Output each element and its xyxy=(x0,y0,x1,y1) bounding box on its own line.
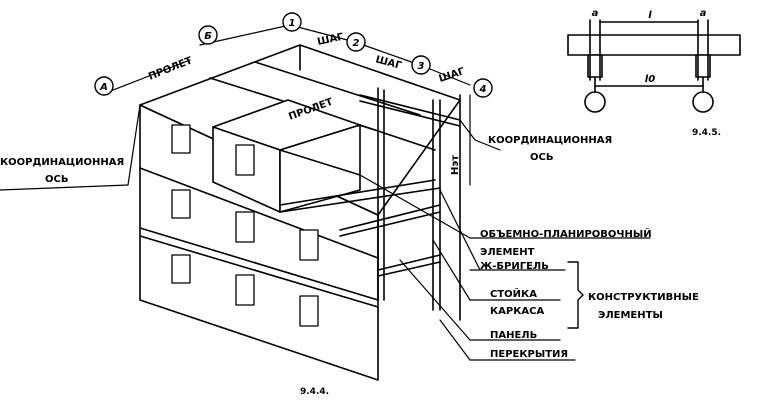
panel-line2: ПЕРЕКРЫТИЯ xyxy=(490,349,568,360)
structural-bracket xyxy=(567,261,584,329)
axis-markers: А Б 1 2 3 4 xyxy=(94,12,493,98)
small-figure-labels: a a l l0 9.4.5. xyxy=(592,8,721,138)
coord-axis-right-line2: ОСЬ xyxy=(530,152,553,163)
small-a-right: a xyxy=(700,8,707,19)
structural-elements-line2: ЭЛЕМЕНТЫ xyxy=(598,310,663,321)
axis-1-marker xyxy=(282,12,302,32)
structural-elements-line1: КОНСТРУКТИВНЫЕ xyxy=(588,292,699,303)
axis-b-label: Б xyxy=(204,31,212,42)
volume-element-line2: ЭЛЕМЕНТ xyxy=(480,247,535,258)
axis-3-marker xyxy=(411,55,431,75)
column-line2: КАРКАСА xyxy=(490,306,544,317)
coord-axis-left-line1: КООРДИНАЦИОННАЯ xyxy=(0,157,124,168)
small-beam-figure xyxy=(567,19,741,113)
axis-a-label: А xyxy=(99,82,108,93)
axis-2-label: 2 xyxy=(353,38,360,49)
height-label: Hэт xyxy=(450,155,461,175)
axis-3-label: 3 xyxy=(418,61,425,72)
coord-axis-right-line1: КООРДИНАЦИОННАЯ xyxy=(488,135,612,146)
axis-4-label: 4 xyxy=(479,84,487,95)
small-l: l xyxy=(648,10,652,21)
small-a-left: a xyxy=(592,8,599,19)
axis-1-label: 1 xyxy=(289,18,296,29)
main-figure-caption: 9.4.4. xyxy=(300,387,329,397)
column-line1: СТОЙКА xyxy=(490,287,537,300)
panel-line1: ПАНЕЛЬ xyxy=(490,330,537,341)
axis-b-marker xyxy=(198,25,218,45)
axis-a-marker xyxy=(94,76,114,96)
step-label-1: ШАГ xyxy=(316,32,345,48)
span-label-1: ПРОЛЕТ xyxy=(147,55,194,83)
callout-labels: КООРДИНАЦИОННАЯ ОСЬ КООРДИНАЦИОННАЯ ОСЬ … xyxy=(0,135,699,360)
beam-label: Ж-БРИГЕЛЬ xyxy=(480,261,549,272)
axis-4-marker xyxy=(473,78,493,98)
frame-beams xyxy=(279,94,461,277)
windows xyxy=(171,124,319,327)
axis-2-marker xyxy=(346,32,366,52)
small-figure-caption: 9.4.5. xyxy=(692,128,721,138)
volume-element-line1: ОБЪЕМНО-ПЛАНИРОВОЧНЫЙ xyxy=(480,227,652,240)
coord-axis-left-line2: ОСЬ xyxy=(45,174,68,185)
leader-lines xyxy=(0,104,651,361)
small-l0: l0 xyxy=(645,74,655,85)
